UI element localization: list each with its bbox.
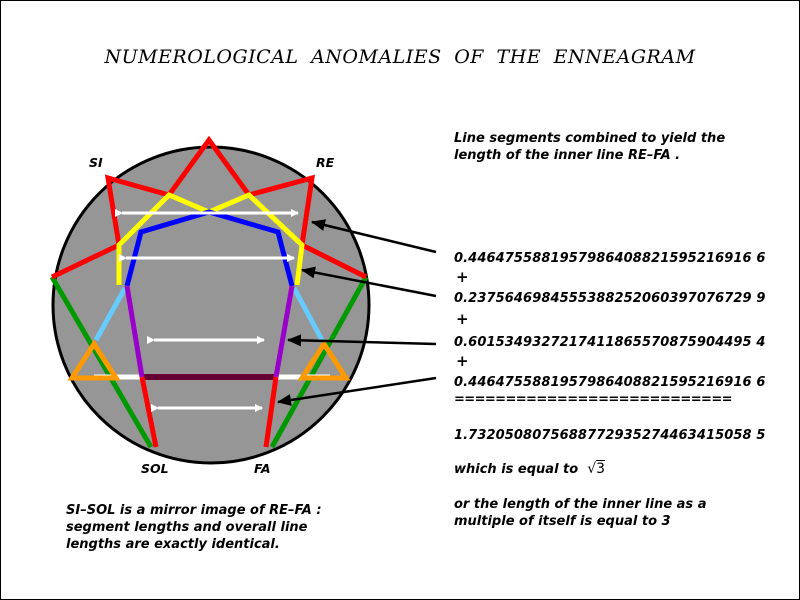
pointer-arrow-4: [277, 376, 437, 406]
plus-sign-2: +: [456, 310, 469, 328]
pointer-arrow-1: [311, 219, 437, 254]
mirror-note-line-2: segment lengths and overall line: [66, 520, 308, 535]
intro-line-2: length of the inner line RE–FA .: [454, 148, 681, 163]
segment-value-2: 0.2375646984555388252060397076729 9: [454, 291, 766, 306]
intro-line-1: Line segments combined to yield the: [454, 131, 726, 146]
segment-value-3: 0.6015349327217411865570875904495 4: [454, 335, 766, 350]
orange-triangle-right: [297, 339, 351, 381]
pointer-arrow-3: [287, 334, 437, 347]
purple-left: [124, 285, 145, 378]
red-leg-left: [139, 376, 159, 448]
equal-to-text: which is equal to √3: [454, 461, 605, 478]
equal-to-label: which is equal to: [454, 462, 579, 477]
label-sol: SOL: [141, 461, 169, 476]
green-line-right: [269, 275, 369, 449]
sqrt-expression: √3: [582, 461, 606, 477]
segment-value-4: 0.4464755881957986408821595216916 6: [454, 375, 766, 390]
multiple-line-1: or the length of the inner line as a: [454, 497, 707, 512]
enneagram-circle: [51, 145, 371, 465]
label-fa: FA: [254, 461, 271, 476]
mirror-note-line-3: lengths are exactly identical.: [66, 537, 280, 552]
plus-sign-3: +: [456, 352, 469, 370]
purple-right: [273, 285, 295, 378]
segment-value-1: 0.4464755881957986408821595216916 6: [454, 251, 766, 266]
pointer-arrow-2: [301, 266, 437, 298]
star-red-outer: [50, 135, 368, 280]
page-title: NUMEROLOGICAL ANOMALIES OF THE ENNEAGRAM: [104, 46, 696, 68]
plus-sign-1: +: [456, 268, 469, 286]
red-leg-right: [263, 376, 279, 448]
label-re: RE: [316, 155, 335, 170]
multiple-line-2: multiple of itself is equal to 3: [454, 514, 671, 529]
sqrt-radicand: 3: [596, 461, 606, 477]
orange-triangle-left: [67, 339, 121, 381]
mirror-note-line-1: SI–SOL is a mirror image of RE–FA :: [66, 503, 322, 518]
label-si: SI: [89, 155, 103, 170]
cyan-left: [93, 286, 128, 342]
total-value: 1.7320508075688772935274463415058 5: [454, 428, 766, 443]
green-line-left: [49, 275, 154, 449]
cyan-right: [291, 286, 325, 342]
sum-separator: ===========================: [454, 392, 733, 407]
